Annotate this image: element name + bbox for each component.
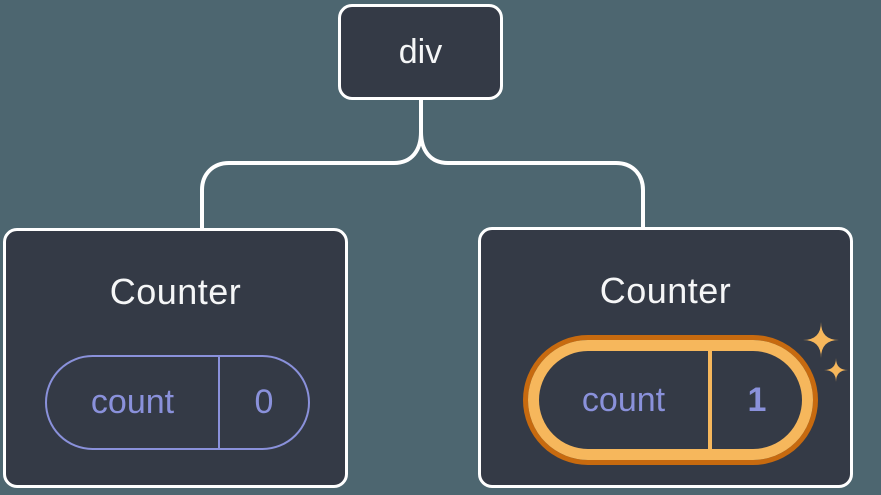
sparkle-small-icon	[824, 358, 848, 382]
state-pill: count 0	[45, 355, 310, 450]
state-value-label: 0	[254, 383, 274, 421]
counter-title: Counter	[599, 270, 732, 311]
root-node-label: div	[398, 32, 443, 71]
state-value-label: 1	[747, 380, 767, 419]
state-value-segment: 1	[708, 351, 802, 449]
state-key-label: count	[90, 383, 175, 421]
state-value-segment: 0	[218, 357, 308, 448]
state-key-segment: count	[47, 357, 218, 448]
sparkle-large-icon	[803, 322, 839, 358]
counter-node-left: Counter count 0	[3, 228, 348, 488]
state-key-segment: count	[539, 351, 708, 449]
counter-title: Counter	[109, 271, 242, 312]
connector-left-branch	[200, 100, 423, 228]
root-node-div: div	[338, 4, 503, 100]
state-key-label: count	[581, 380, 666, 419]
connector-right-branch	[419, 131, 645, 228]
state-pill-highlighted: count 1	[528, 340, 813, 460]
counter-node-right: Counter count 1	[478, 227, 853, 488]
